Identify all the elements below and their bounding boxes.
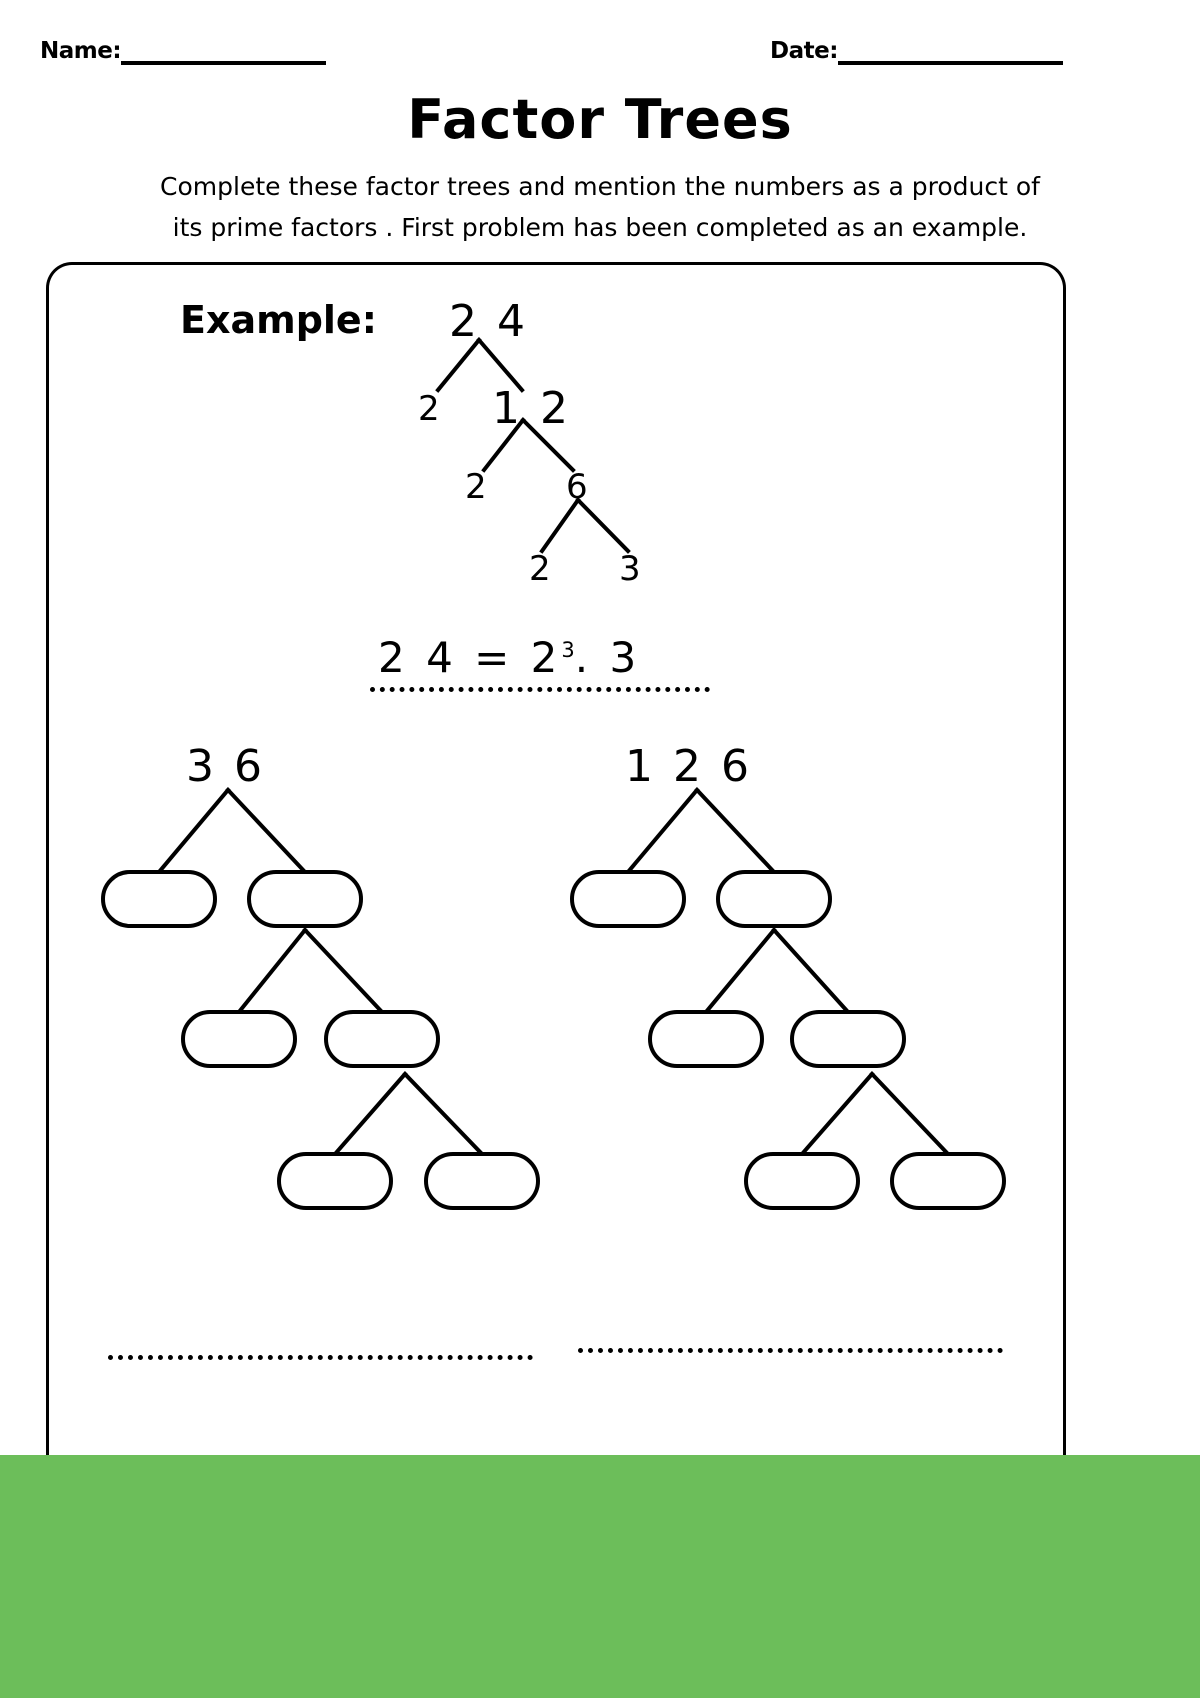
name-label: Name: [40,38,122,64]
problem-2-root: 1 2 6 [625,741,752,792]
example-label: Example: [180,298,377,342]
problem-2-blank-6[interactable] [890,1152,1006,1210]
page-title: Factor Trees [407,88,793,151]
problem-1-blank-1[interactable] [101,870,217,928]
date-write-line[interactable] [837,61,1063,65]
footer-band [0,1455,1200,1698]
equation-lhs: 2 4 = 2 [378,633,562,682]
problem-2-answer-line[interactable] [578,1348,1003,1353]
problem-1-answer-line[interactable] [108,1355,533,1360]
example-node-24: 2 4 [449,296,528,347]
example-node-2-c: 2 [529,549,551,589]
problem-1-root: 3 6 [186,741,265,792]
example-node-2-b: 2 [465,467,487,507]
date-field[interactable]: Date: [770,40,1063,65]
example-answer-dotted-rule [370,687,710,692]
name-write-line[interactable] [121,61,327,65]
instructions: Complete these factor trees and mention … [90,166,1110,248]
example-node-3: 3 [619,549,641,589]
example-equation-text: 2 4 = 23. 3 [378,630,640,687]
problem-2-blank-3[interactable] [648,1010,764,1068]
problem-1-blank-6[interactable] [424,1152,540,1210]
problem-1-blank-3[interactable] [181,1010,297,1068]
equation-rhs: . 3 [574,633,641,682]
instructions-line-2: its prime factors . First problem has be… [172,213,1028,242]
content-panel [46,262,1066,1512]
example-node-6: 6 [566,467,588,507]
date-label: Date: [770,38,838,64]
problem-2-blank-5[interactable] [744,1152,860,1210]
example-answer: 2 4 = 23. 3 [370,630,710,692]
problem-1-blank-5[interactable] [277,1152,393,1210]
problem-2-blank-2[interactable] [716,870,832,928]
name-field[interactable]: Name: [40,38,327,65]
problem-2-blank-4[interactable] [790,1010,906,1068]
equation-exponent: 3 [561,638,575,662]
example-node-2-a: 2 [418,389,440,429]
instructions-line-1: Complete these factor trees and mention … [160,172,1040,201]
problem-1-blank-4[interactable] [324,1010,440,1068]
problem-1-blank-2[interactable] [247,870,363,928]
problem-2-blank-1[interactable] [570,870,686,928]
example-node-12: 1 2 [492,383,571,434]
